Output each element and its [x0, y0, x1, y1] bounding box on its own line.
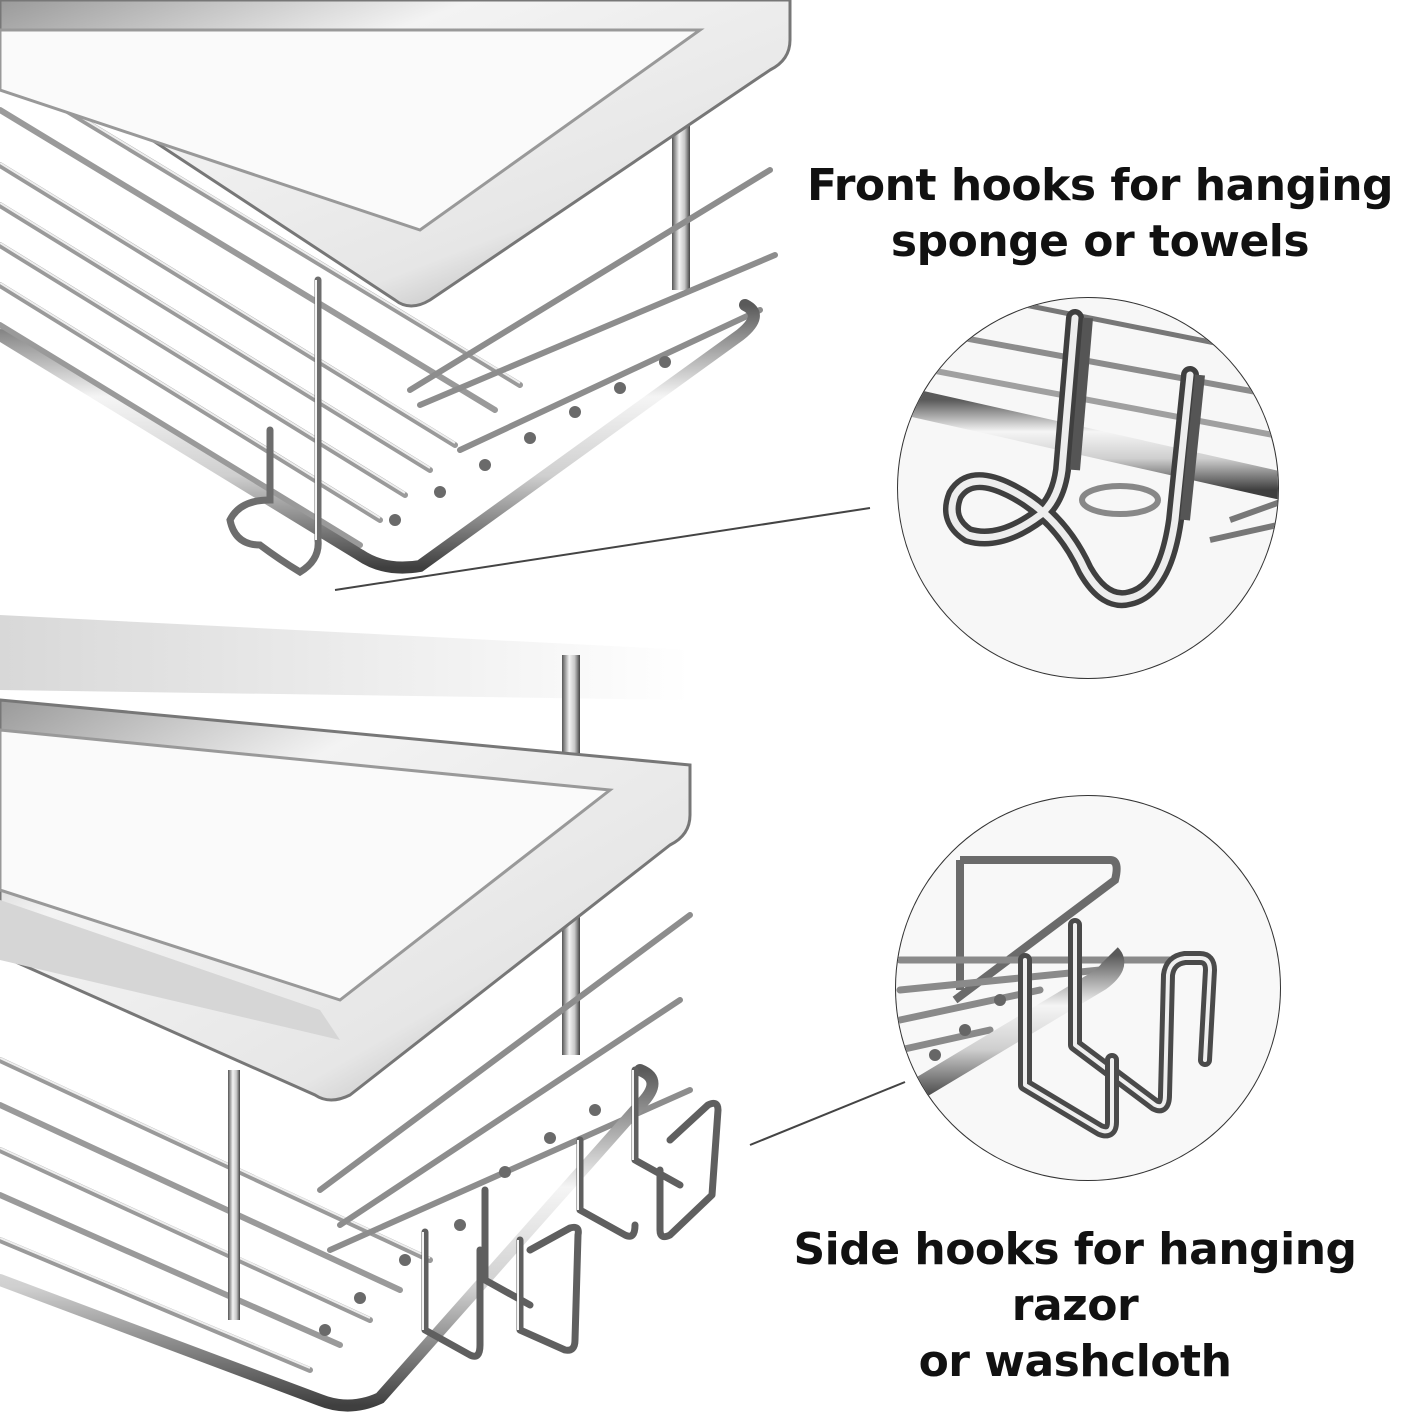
callout-line	[749, 1081, 906, 1146]
bottom-basket	[0, 615, 722, 1412]
side-hook-callout	[749, 795, 1281, 1181]
top-basket	[0, 0, 792, 577]
front-hooks-caption-line2: sponge or towels	[890, 216, 1310, 267]
callout-line	[334, 507, 871, 591]
side-hooks-caption-line2: or washcloth	[918, 1336, 1232, 1387]
front-hooks-caption: Front hooks for hanging sponge or towels	[780, 158, 1420, 270]
front-hooks-caption-line1: Front hooks for hanging	[806, 160, 1394, 211]
side-hooks-caption-line1: Side hooks for hanging razor	[793, 1224, 1357, 1331]
side-hooks-caption: Side hooks for hanging razor or washclot…	[730, 1222, 1420, 1390]
front-hook-callout	[334, 297, 1279, 679]
